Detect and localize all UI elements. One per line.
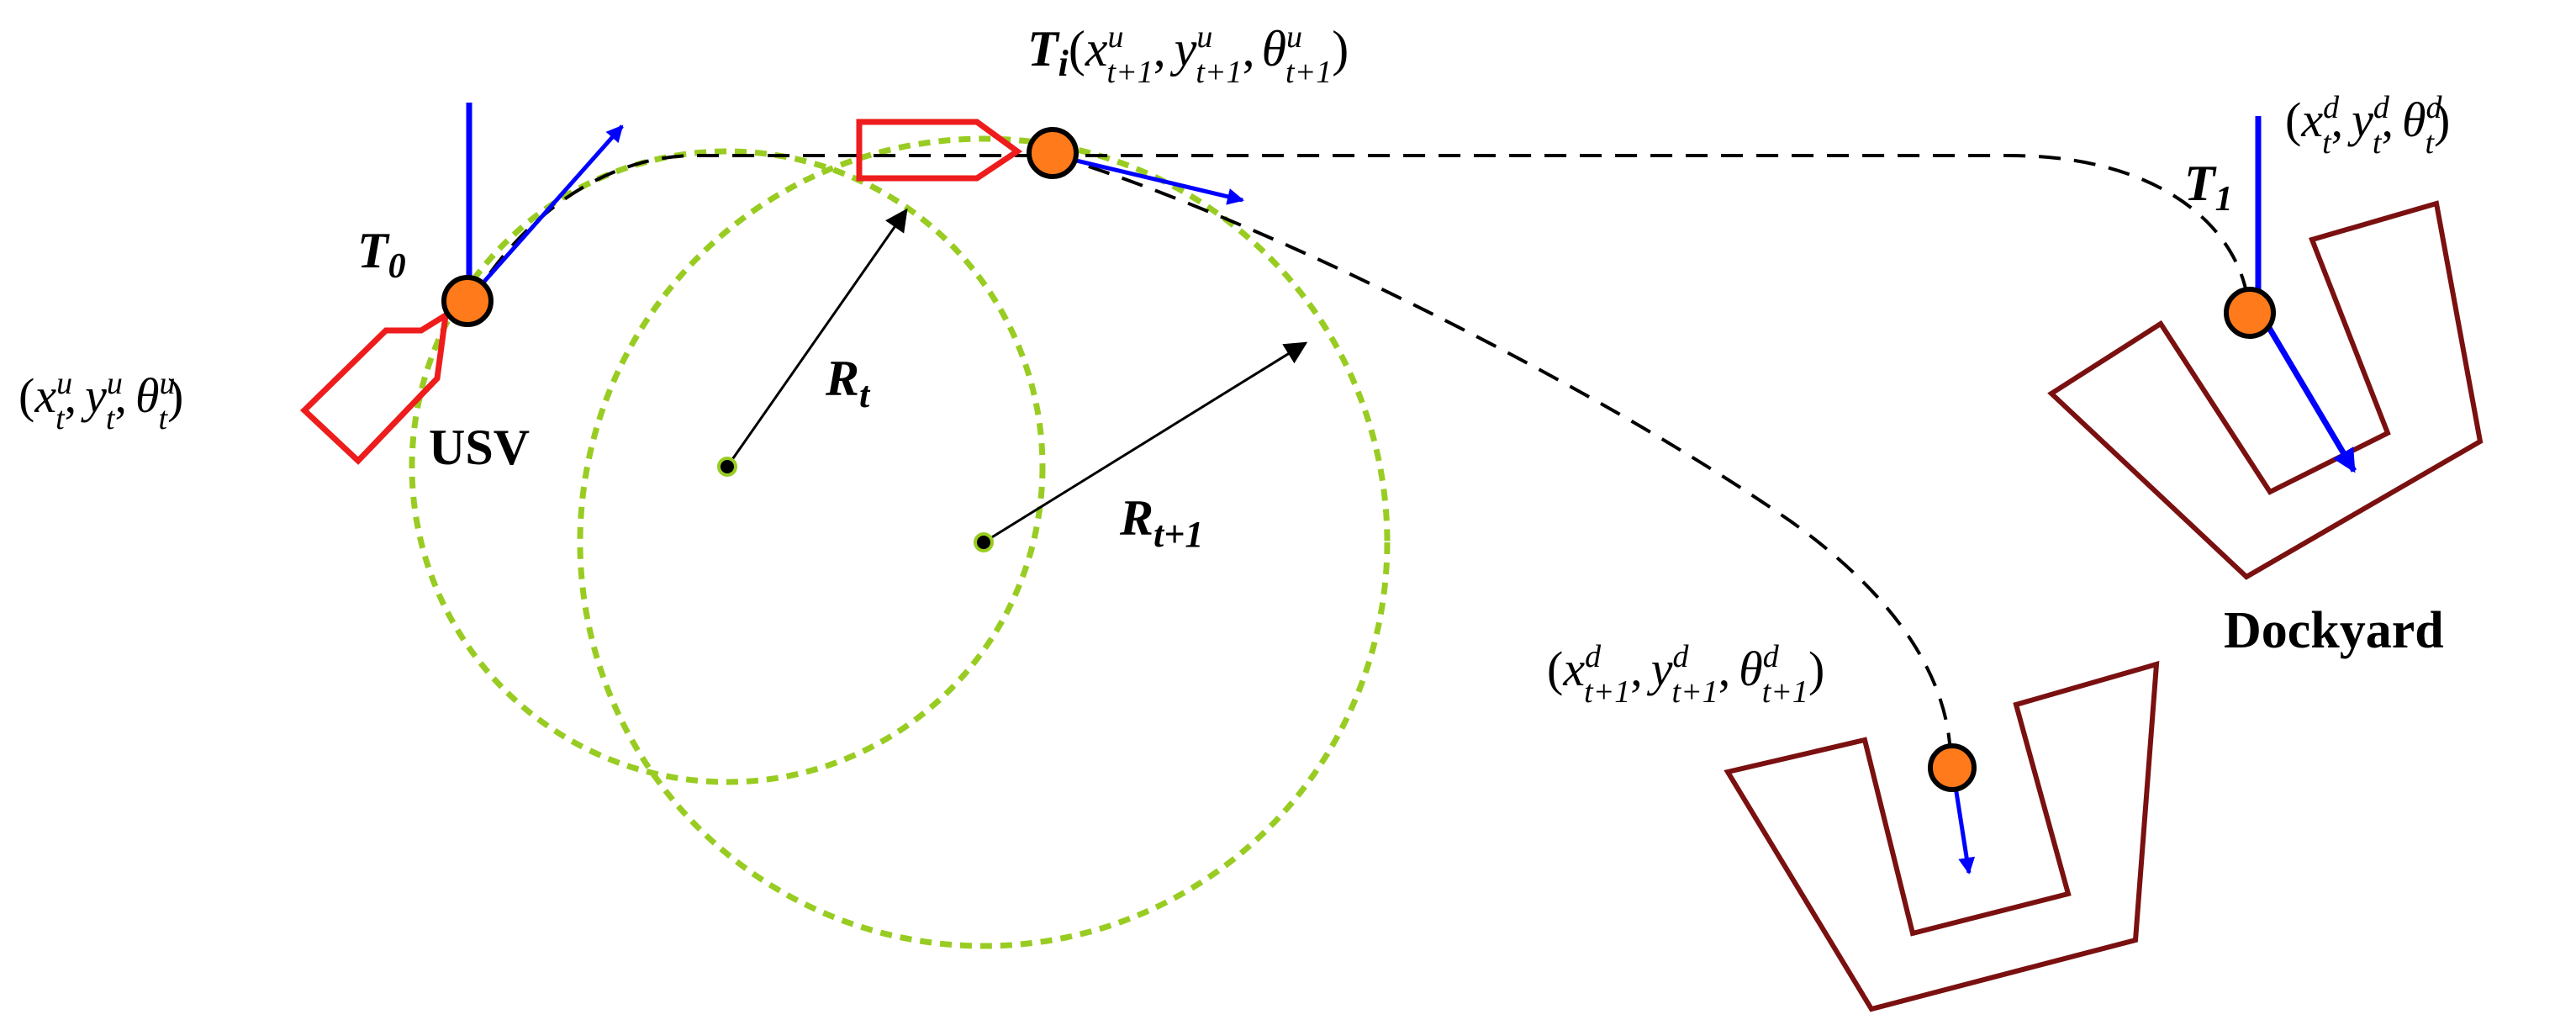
heading-arrow-t0 bbox=[467, 124, 624, 300]
turning-circle-t bbox=[409, 148, 1046, 785]
radius-arrow-rt1 bbox=[983, 341, 1308, 544]
label-t1: T1 bbox=[2184, 156, 2233, 219]
label-dockyard: Dockyard bbox=[2224, 602, 2444, 659]
label-t0: T0 bbox=[357, 223, 406, 286]
turning-circle-t1 bbox=[577, 135, 1391, 949]
label-rt1: Rt+1 bbox=[1119, 490, 1203, 555]
center-t1 bbox=[974, 532, 994, 552]
waypoint-ti bbox=[1027, 127, 1079, 179]
waypoint-dock-t1 bbox=[1928, 743, 1977, 792]
dock-t bbox=[2047, 200, 2484, 580]
waypoint-t1 bbox=[2224, 287, 2276, 339]
dock-t1 bbox=[1723, 660, 2160, 1012]
center-t bbox=[717, 457, 737, 477]
heading-arrow-ti bbox=[1054, 153, 1244, 205]
heading-arrow-t1 bbox=[2255, 308, 2357, 473]
waypoint-t0 bbox=[441, 275, 494, 327]
usv-vessel-t1 bbox=[856, 119, 1023, 182]
path-to-dockyard-t1 bbox=[1054, 154, 1952, 762]
label-usv: USV bbox=[429, 420, 530, 475]
path-to-dockyard-t bbox=[469, 154, 2251, 312]
radius-arrow-rt bbox=[726, 208, 908, 468]
usv-vessel-t bbox=[299, 309, 450, 465]
label-rt: Rt bbox=[825, 351, 871, 415]
